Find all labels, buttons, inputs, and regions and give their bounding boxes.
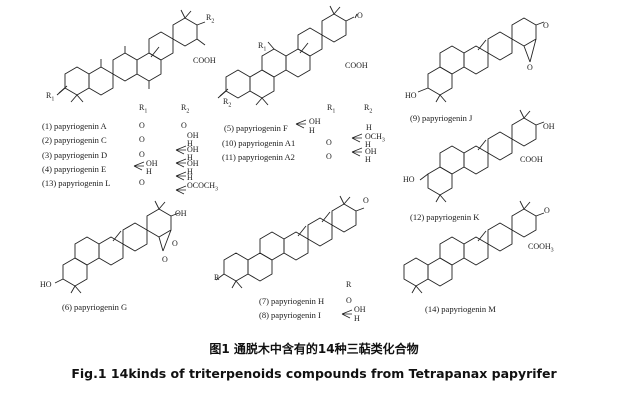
s6-o-label: O — [172, 239, 178, 248]
compound-8-r-top: OH — [354, 305, 366, 314]
compound-8-r-bot: H — [354, 314, 360, 323]
structure-14 — [403, 200, 545, 294]
compound-4-name: (4) papyriogenin E — [42, 164, 107, 174]
s12-cooh-label: COOH — [520, 155, 543, 164]
compound-4-r1-top: OH — [146, 159, 158, 168]
s12-oh-label: OH — [543, 122, 555, 131]
s1-cooh-label: COOH — [193, 56, 216, 65]
compound-5-r1-top: OH — [309, 117, 321, 126]
header3-r: R — [346, 280, 352, 289]
header1-r2: R2 — [181, 103, 190, 115]
header1-r1: R1 — [139, 103, 148, 115]
compound-13-r2-bot: OCOCH3 — [187, 181, 219, 193]
compound-12-name: (12) papyriogenin K — [410, 212, 480, 222]
s6-oh-label: OH — [175, 209, 187, 218]
compound-10-r2-top: OCH3 — [365, 132, 385, 144]
compound-4-r1-bot: H — [146, 167, 152, 176]
compound-4-r2-bot: H — [187, 167, 193, 176]
s9-o1-label: O — [543, 21, 549, 30]
compound-4-r2-top: OH — [187, 159, 199, 168]
compound-11-name: (11) papyriogenin A2 — [222, 152, 295, 162]
compound-10-name: (10) papyriogenin A1 — [222, 138, 296, 148]
s9-ho-label: HO — [405, 91, 417, 100]
s6-ho-label: HO — [40, 280, 52, 289]
compound-6-name: (6) papyriogenin G — [62, 302, 128, 312]
structure-6 — [54, 200, 180, 294]
compound-8-name: (8) papyriogenin I — [259, 310, 321, 320]
compound-11-r2-top: OH — [365, 147, 377, 156]
compound-10-r1: O — [326, 138, 332, 147]
structure-2 — [217, 5, 358, 106]
compound-1-r1: O — [139, 121, 145, 130]
compound-2-r1: O — [139, 135, 145, 144]
structure-9 — [417, 17, 545, 103]
figure-caption-chinese: 图1 通脱木中含有的14种三萜类化合物 — [209, 342, 419, 356]
s1-r1-label: R1 — [46, 91, 55, 103]
s6-o2-label: O — [162, 255, 168, 264]
s7-r-label: R — [214, 273, 220, 282]
compound-10-r2-bot: H — [365, 140, 371, 149]
compound-1-name: (1) papyriogenin A — [42, 121, 107, 131]
structure-7 — [215, 195, 365, 289]
compound-2-r2-top: OH — [187, 131, 199, 140]
compound-1-r2: O — [181, 121, 187, 130]
compound-13-r1: O — [139, 178, 145, 187]
figure-caption-english: Fig.1 14kinds of triterpenoids compounds… — [71, 366, 557, 381]
s14-cooh-label: COOH3 — [528, 242, 554, 254]
compound-11-r2-bot: H — [365, 155, 371, 164]
compound-11-r1: O — [326, 152, 332, 161]
compound-3-r2-bot: H — [187, 153, 193, 162]
compound-7-name: (7) papyriogenin H — [259, 296, 325, 306]
compound-13-r2-top: H — [187, 173, 193, 182]
s2-r2-label: R2 — [223, 97, 232, 109]
structure-12 — [419, 109, 545, 203]
header2-r1: R1 — [327, 103, 336, 115]
structure-1 — [56, 9, 206, 103]
compound-2-name: (2) papyriogenin C — [42, 135, 107, 145]
compound-13-name: (13) papyriogenin L — [42, 178, 111, 188]
compound-2-r2-bot: H — [187, 139, 193, 148]
compound-3-r2-top: OH — [187, 145, 199, 154]
compound-3-name: (3) papyriogenin D — [42, 150, 108, 160]
compound-5-name: (5) papyriogenin F — [224, 123, 288, 133]
s2-r1-label: R1 — [258, 41, 267, 53]
s2-o-label: O — [357, 11, 363, 20]
s2-cooh-label: COOH — [345, 61, 368, 70]
compound-9-name: (9) papyriogenin J — [410, 113, 473, 123]
compound-14-name: (14) papyriogenin M — [425, 304, 496, 314]
header2-r2: R2 — [364, 103, 373, 115]
compound-5-r2: H — [366, 123, 372, 132]
s12-ho-label: HO — [403, 175, 415, 184]
s1-r2-label: R2 — [206, 13, 215, 25]
compound-5-r1-bot: H — [309, 126, 315, 135]
s9-o2-label: O — [527, 63, 533, 72]
s14-o-label: O — [544, 206, 550, 215]
stereo-wedges — [133, 119, 363, 319]
s7-o-label: O — [363, 196, 369, 205]
compound-3-r1: O — [139, 150, 145, 159]
compound-7-r: O — [346, 296, 352, 305]
